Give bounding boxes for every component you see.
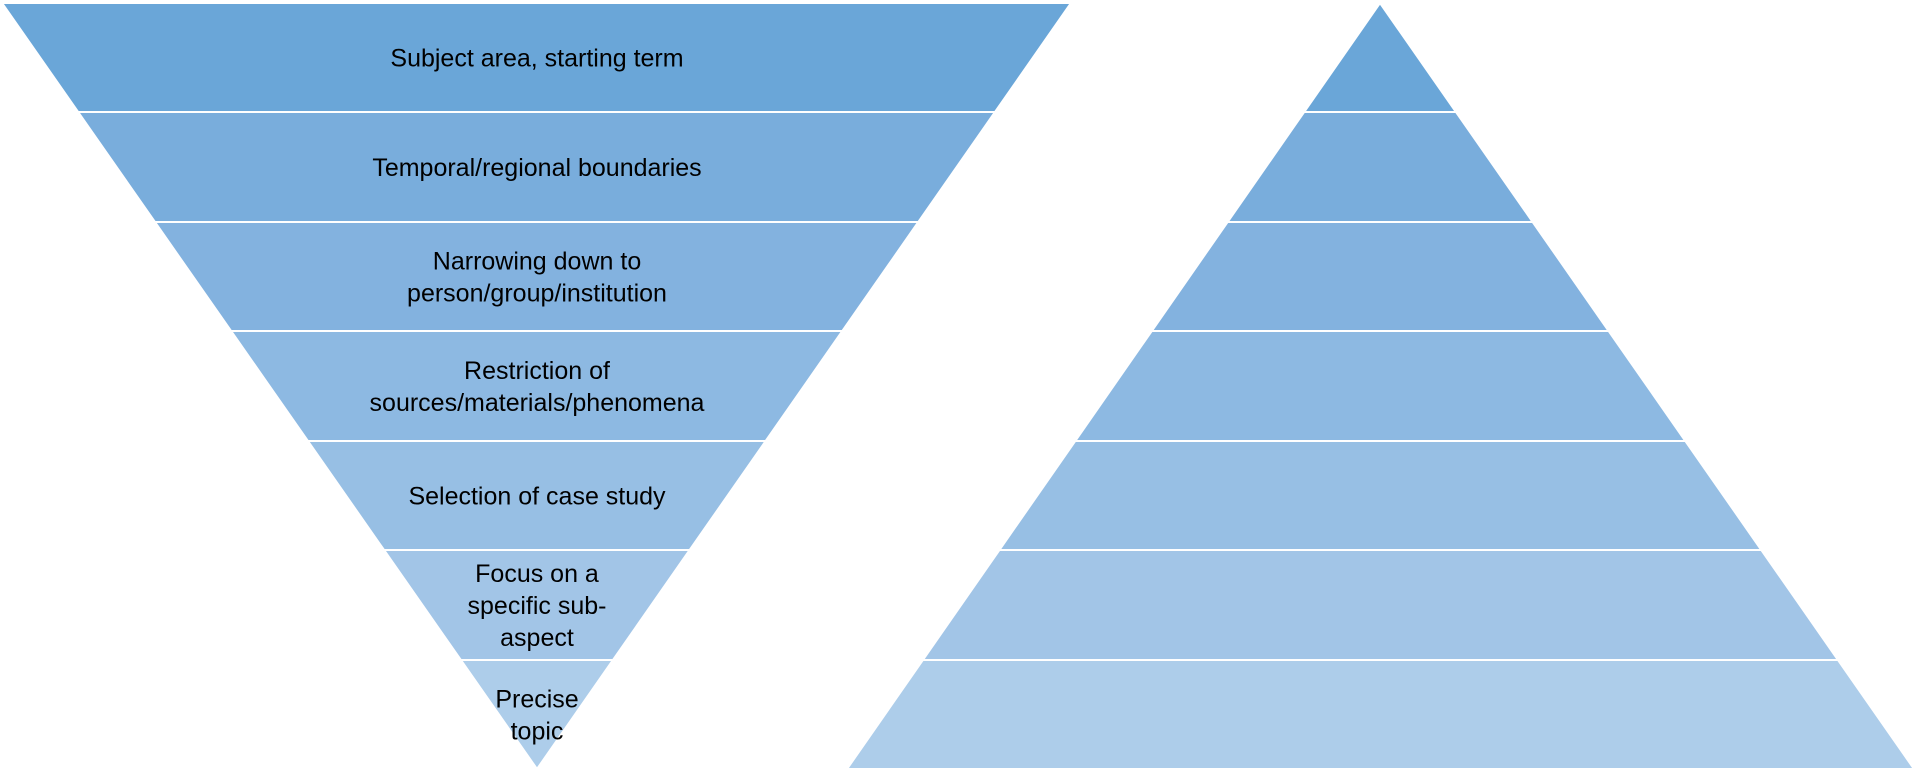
funnel-level-4	[229, 330, 845, 442]
funnel-level-5-label: Selection of case study	[408, 483, 666, 511]
pyramid-level-5	[997, 440, 1764, 551]
funnel-level-label-line: person/group/institution	[407, 280, 667, 308]
funnel-level-3	[153, 221, 921, 332]
funnel-level-label-line: Subject area, starting term	[390, 45, 683, 73]
inverted-funnel: Subject area, starting termTemporal/regi…	[0, 2, 1073, 771]
pyramid	[845, 1, 1916, 770]
funnel-level-label-line: Temporal/regional boundaries	[372, 154, 701, 182]
funnel-level-2-label: Temporal/regional boundaries	[372, 154, 701, 182]
funnel-level-label-line: topic	[511, 718, 564, 746]
funnel-level-label-line: Precise	[495, 686, 578, 714]
funnel-level-label-line: Narrowing down to	[433, 248, 641, 276]
pyramid-level-1	[1302, 1, 1458, 113]
funnel-level-label-line: Selection of case study	[408, 483, 666, 511]
pyramid-level-4	[1073, 330, 1688, 442]
funnel-level-label-line: Focus on a	[475, 560, 599, 588]
funnel-level-label-line: aspect	[500, 624, 574, 652]
pyramid-level-6	[920, 549, 1840, 661]
funnel-level-label-line: specific sub-	[468, 592, 607, 620]
pyramid-level-2	[1225, 111, 1535, 223]
funnel-level-1-label: Subject area, starting term	[390, 45, 683, 73]
funnel-level-7	[458, 659, 615, 771]
funnel-level-4-label: Restriction of sources/materials/phenomen…	[370, 357, 705, 417]
funnel-level-label-line: sources/materials/phenomena	[370, 389, 705, 417]
pyramid-level-3	[1149, 221, 1611, 332]
funnel-level-6-label: Focus on a specific sub-aspect	[468, 560, 607, 652]
funnel-level-3-label: Narrowing down to person/group/institutio…	[407, 248, 667, 308]
funnel-level-7-label: Precise topic	[495, 686, 578, 746]
funnel-level-label-line: Restriction of	[464, 357, 610, 385]
pyramid-level-7	[845, 659, 1916, 770]
